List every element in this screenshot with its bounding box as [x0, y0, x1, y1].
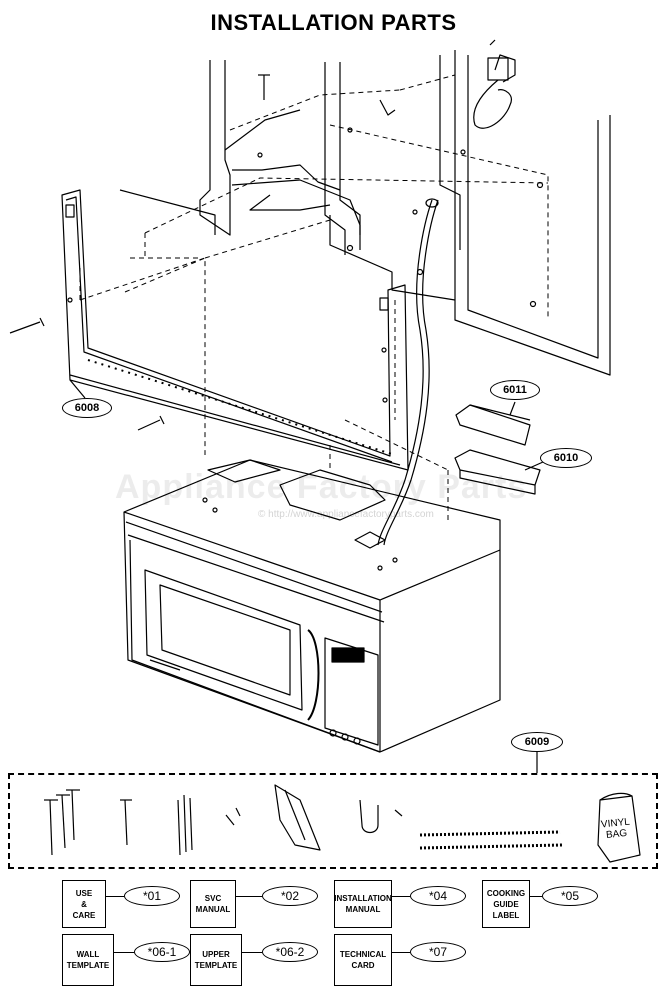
power-cord — [377, 39, 516, 546]
doc-code-07: *07 — [410, 942, 466, 962]
doc-connector — [106, 896, 124, 897]
doc-connector — [392, 896, 410, 897]
doc-use-and-care: USE & CARE — [62, 880, 106, 928]
doc-svc-manual: SVC MANUAL — [190, 880, 236, 928]
part-6011 — [455, 404, 531, 446]
hardware-kit — [44, 784, 641, 863]
doc-connector — [530, 896, 542, 897]
guide-lines — [79, 74, 549, 520]
doc-connector — [236, 896, 262, 897]
doc-code-06-1: *06-1 — [134, 942, 190, 962]
callout-6008: 6008 — [62, 398, 112, 418]
callout-6009: 6009 — [511, 732, 563, 752]
doc-upper-template: UPPER TEMPLATE — [190, 934, 242, 986]
hardware-kit-box — [8, 773, 658, 869]
wall-cabinets — [119, 50, 611, 376]
page-title: INSTALLATION PARTS — [210, 10, 457, 35]
doc-connector — [114, 952, 134, 953]
plate-screws — [9, 74, 396, 431]
doc-code-02: *02 — [262, 886, 318, 906]
callout-leaders — [69, 379, 544, 773]
watermark-url: © http://www.appliancefactoryparts.com — [258, 509, 434, 520]
doc-connector — [242, 952, 262, 953]
doc-connector — [392, 952, 410, 953]
doc-code-05: *05 — [542, 886, 598, 906]
doc-installation-manual: INSTALLATION MANUAL — [334, 880, 392, 928]
microwave-oven — [123, 459, 501, 753]
callout-6011: 6011 — [490, 380, 540, 400]
callout-6010: 6010 — [540, 448, 592, 468]
part-6010 — [454, 449, 541, 495]
doc-technical-card: TECHNICAL CARD — [334, 934, 392, 986]
doc-code-06-2: *06-2 — [262, 942, 318, 962]
doc-code-04: *04 — [410, 886, 466, 906]
mounting-plate — [61, 189, 409, 471]
doc-code-01: *01 — [124, 886, 180, 906]
doc-cooking-guide-label: COOKING GUIDE LABEL — [482, 880, 530, 928]
doc-wall-template: WALL TEMPLATE — [62, 934, 114, 986]
